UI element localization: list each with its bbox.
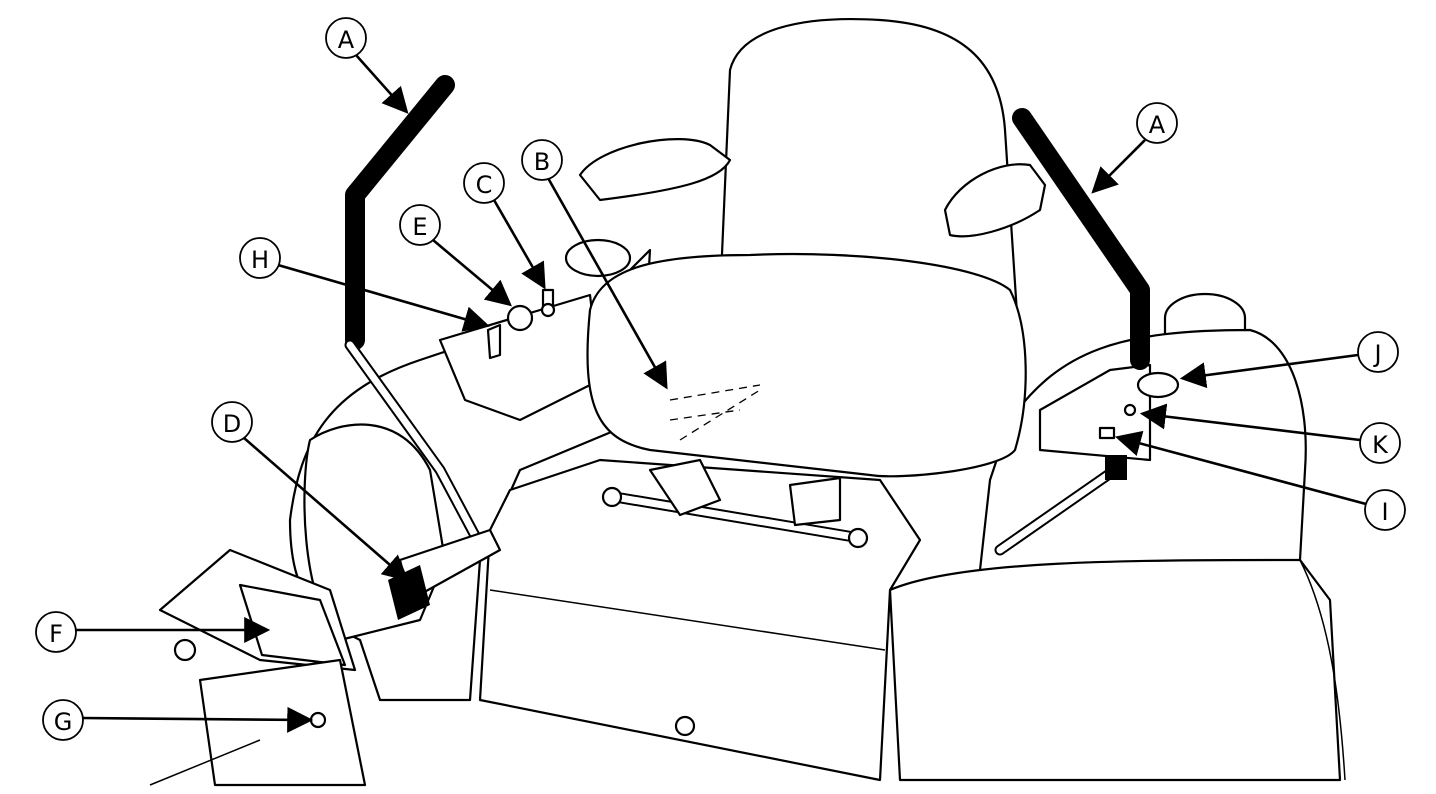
svg-text:B: B — [534, 148, 550, 176]
svg-text:G: G — [54, 708, 73, 736]
hidden-switch-outline — [669, 384, 761, 441]
control-K — [1123, 403, 1137, 417]
callout-D: D — [211, 401, 409, 582]
svg-text:H: H — [251, 246, 269, 274]
right-body — [888, 558, 1342, 782]
left-fuel-cap — [564, 238, 632, 278]
svg-text:D: D — [223, 410, 241, 438]
throttle-knob — [506, 304, 534, 332]
svg-text:K: K — [1372, 431, 1389, 459]
callout-G: G — [42, 699, 314, 741]
callout-C: C — [463, 162, 546, 290]
control-I — [1098, 426, 1116, 440]
svg-text:C: C — [476, 171, 493, 199]
machine-drawing — [149, 17, 1346, 787]
left-steering-lever — [345, 75, 455, 350]
callout-K: K — [1139, 403, 1401, 464]
callout-B: B — [521, 139, 668, 390]
height-adjust-pin — [309, 711, 327, 729]
left-armrest — [578, 138, 732, 202]
right-armrest — [943, 163, 1047, 238]
right-steering-lever — [1012, 108, 1150, 370]
left-console — [438, 293, 602, 422]
svg-text:A: A — [1149, 111, 1166, 139]
callout-J: J — [1179, 331, 1399, 389]
svg-text:I: I — [1381, 498, 1388, 526]
callout-E: E — [399, 204, 512, 307]
seat-cushion — [586, 252, 1027, 478]
pedal-bracket — [198, 658, 367, 787]
svg-text:A: A — [338, 26, 355, 54]
callout-A-left: A — [325, 17, 409, 114]
svg-text:E: E — [412, 213, 427, 241]
control-J — [1136, 371, 1180, 399]
svg-text:F: F — [49, 620, 63, 648]
callout-A-right: A — [1091, 102, 1178, 194]
callout-I: I — [1114, 430, 1406, 531]
callout-F: F — [35, 611, 271, 653]
svg-text:J: J — [1372, 340, 1381, 368]
callouts: A B C E H D F — [35, 17, 1406, 741]
callout-H: H — [239, 237, 490, 332]
